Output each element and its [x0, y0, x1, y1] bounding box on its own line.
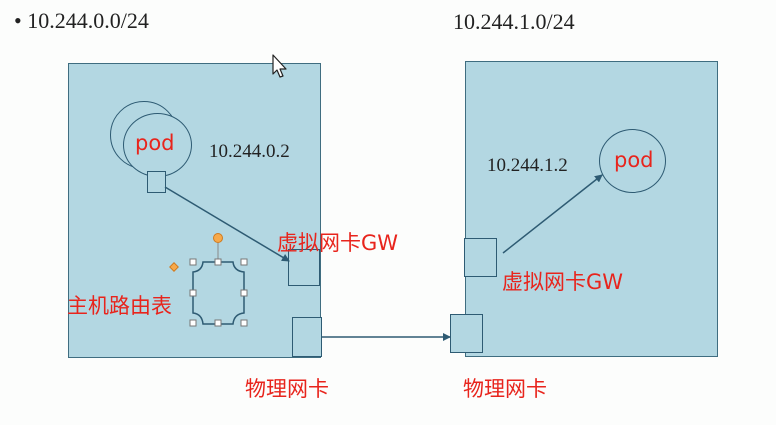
resize-handle-s	[214, 319, 222, 327]
pod-left-ip: 10.244.0.2	[209, 141, 290, 162]
virtual-nic-gw-left-label: 虚拟网卡GW	[277, 231, 399, 255]
subnet-left-label: 10.244.0.0/24	[27, 8, 149, 33]
pod-left-veth	[147, 171, 166, 193]
resize-handle-n	[214, 258, 222, 266]
adjust-handle	[169, 262, 179, 272]
physical-nic-right-label: 物理网卡	[463, 377, 547, 401]
pod-right-circle	[599, 129, 666, 193]
pod-right-label: pod	[614, 148, 654, 172]
pod-right-ip: 10.244.1.2	[487, 155, 568, 176]
physical-nic-right	[450, 314, 483, 353]
resize-handle-sw	[189, 319, 197, 327]
virtual-nic-gw-right	[464, 238, 497, 277]
arrow-gw-right-to-pod	[502, 174, 603, 254]
resize-handle-e	[240, 289, 248, 297]
physical-nic-left-label: 物理网卡	[245, 377, 329, 401]
resize-handle-nw	[189, 258, 197, 266]
route-table-outline	[192, 261, 245, 325]
virtual-nic-gw-left	[288, 249, 320, 286]
host-right-box	[465, 61, 718, 357]
resize-handle-ne	[240, 258, 248, 266]
resize-handle-w	[189, 289, 197, 297]
arrow-pod-to-gw-left	[164, 186, 290, 262]
physical-nic-left	[292, 317, 322, 357]
bullet: •	[14, 8, 22, 33]
resize-handle-se	[240, 319, 248, 327]
rotate-handle	[213, 233, 223, 243]
route-table-label: 主机路由表	[67, 294, 172, 318]
subnet-left-title: • 10.244.0.0/24	[14, 8, 149, 34]
pod-left-label: pod	[135, 131, 175, 155]
virtual-nic-gw-right-label: 虚拟网卡GW	[502, 270, 624, 294]
subnet-right-title: 10.244.1.0/24	[453, 9, 575, 34]
